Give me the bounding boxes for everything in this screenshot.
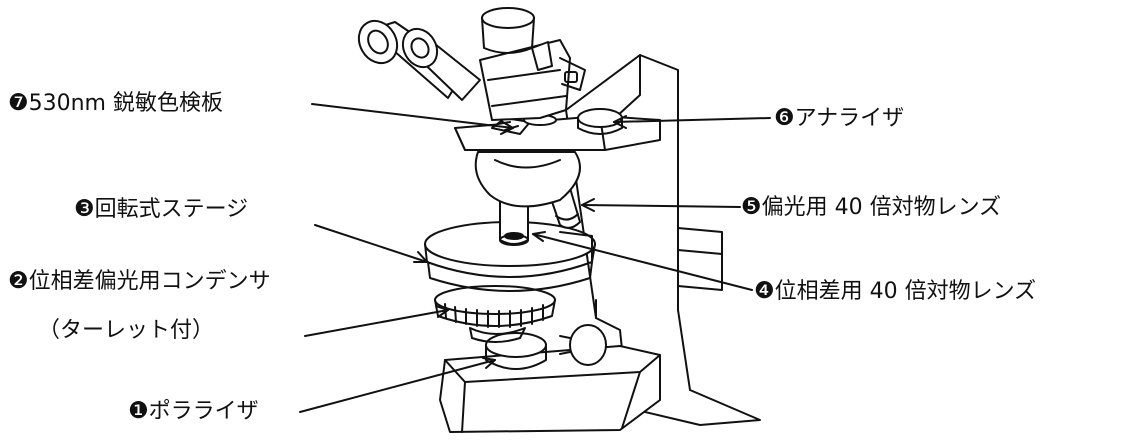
- marker-1: ❶: [128, 398, 149, 424]
- label-sensitive-tint-plate: ❼530nm 鋭敏色検板: [8, 92, 223, 115]
- marker-2: ❷: [8, 268, 29, 294]
- marker-5: ❺: [741, 194, 762, 220]
- label-rotating-stage: ❸回転式ステージ: [74, 198, 248, 221]
- arrow-5: [581, 198, 741, 212]
- label-6-text: アナライザ: [794, 106, 905, 131]
- microscope-base: [439, 345, 661, 433]
- microscope-head: [479, 39, 586, 121]
- condenser-turret: [434, 285, 556, 343]
- leader-arrows: [299, 103, 771, 413]
- label-7-text: 530nm 鋭敏色検板: [28, 91, 223, 116]
- marker-3: ❸: [74, 196, 95, 222]
- label-3-text: 回転式ステージ: [94, 197, 249, 222]
- arrow-1: [299, 357, 496, 413]
- label-polarizer: ❶ポラライザ: [128, 400, 259, 423]
- focus-knob: [559, 324, 607, 366]
- arrow-4: [532, 231, 753, 291]
- arrow-2: [304, 305, 449, 337]
- label-1-text: ポラライザ: [148, 399, 259, 424]
- label-polarizing-objective: ❺偏光用 40 倍対物レンズ: [741, 196, 1001, 219]
- label-condenser: ❷位相差偏光用コンデンサ: [8, 270, 271, 293]
- arrow-6: [613, 115, 771, 129]
- camera-tube: [481, 7, 535, 54]
- eyepieces: [357, 19, 481, 101]
- label-turret-note: （ターレット付）: [38, 320, 214, 342]
- label-phase-objective: ❹位相差用 40 倍対物レンズ: [754, 280, 1036, 303]
- label-analyzer: ❻アナライザ: [774, 107, 904, 130]
- marker-7: ❼: [8, 90, 29, 116]
- side-box: [677, 227, 723, 291]
- marker-6: ❻: [774, 105, 795, 131]
- label-2-text: 位相差偏光用コンデンサ: [28, 269, 271, 294]
- label-4-text: 位相差用 40 倍対物レンズ: [774, 279, 1037, 304]
- nosepiece: [474, 151, 581, 208]
- label-2b-text: （ターレット付）: [38, 318, 215, 343]
- polarizer-part: [485, 332, 547, 370]
- arrow-7: [311, 103, 514, 135]
- arrow-3: [314, 224, 428, 263]
- label-5-text: 偏光用 40 倍対物レンズ: [761, 195, 1002, 220]
- marker-4: ❹: [754, 278, 775, 304]
